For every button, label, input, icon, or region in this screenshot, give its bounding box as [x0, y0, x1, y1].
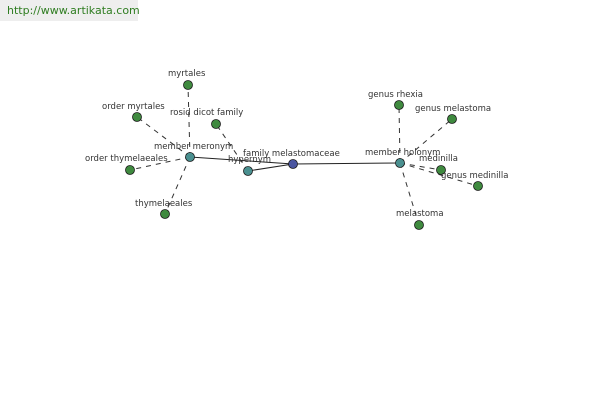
node-thymelaeales[interactable]: thymelaeales [135, 199, 193, 219]
source-banner: http://www.artikata.com [0, 0, 140, 21]
node-myrtales[interactable]: myrtales [168, 69, 206, 90]
node-dot-melastoma[interactable] [414, 220, 424, 230]
node-member-meronym[interactable]: member meronym [154, 142, 233, 162]
node-hypernym[interactable]: hypernym [228, 155, 271, 176]
node-genus-melastoma[interactable]: genus melastoma [415, 104, 491, 124]
node-dot-order-myrtales[interactable] [132, 112, 142, 122]
edge-member-holonym-to-genus-melastoma [399, 118, 453, 164]
node-rosid-dicot-family[interactable]: rosid dicot family [170, 108, 243, 129]
node-label-order-thymelaeales: order thymelaeales [85, 154, 168, 164]
node-member-holonym[interactable]: member holonym [365, 148, 440, 168]
node-label-thymelaeales: thymelaeales [135, 199, 193, 209]
edge-member-holonym-to-melastoma [399, 162, 420, 226]
node-label-member-meronym: member meronym [154, 142, 233, 152]
node-label-hypernym: hypernym [228, 155, 271, 165]
node-label-family-melastomaceae: family melastomaceae [243, 149, 340, 159]
node-label-order-myrtales: order myrtales [102, 102, 165, 112]
node-genus-rhexia[interactable]: genus rhexia [368, 90, 423, 110]
node-melastoma[interactable]: melastoma [396, 209, 444, 230]
node-dot-member-holonym[interactable] [395, 158, 405, 168]
node-dot-order-thymelaeales[interactable] [125, 165, 135, 175]
node-label-rosid-dicot-family: rosid dicot family [170, 108, 243, 118]
node-label-myrtales: myrtales [168, 69, 206, 79]
edge-member-holonym-to-genus-medinilla [399, 162, 479, 187]
node-label-genus-rhexia: genus rhexia [368, 90, 423, 100]
node-genus-medinilla[interactable]: genus medinilla [441, 171, 508, 191]
node-dot-family-melastomaceae[interactable] [288, 159, 298, 169]
node-dot-genus-medinilla[interactable] [473, 181, 483, 191]
node-dot-rosid-dicot-family[interactable] [211, 119, 221, 129]
edge-member-holonym-to-medinilla [399, 162, 442, 171]
node-dot-medinilla[interactable] [436, 165, 446, 175]
node-dot-genus-rhexia[interactable] [394, 100, 404, 110]
node-label-member-holonym: member holonym [365, 148, 440, 158]
node-label-melastoma: melastoma [396, 209, 444, 219]
node-dot-genus-melastoma[interactable] [447, 114, 457, 124]
edge-member-meronym-to-order-myrtales [136, 116, 191, 158]
edge-member-meronym-to-thymelaeales [164, 156, 191, 215]
node-dot-member-meronym[interactable] [185, 152, 195, 162]
node-dot-thymelaeales[interactable] [160, 209, 170, 219]
source-link[interactable]: http://www.artikata.com [7, 4, 140, 17]
node-medinilla[interactable]: medinilla [419, 154, 458, 175]
edge-member-meronym-to-myrtales [187, 84, 191, 158]
edge-family-melastomaceae-to-hypernym [247, 163, 294, 172]
node-label-genus-melastoma: genus melastoma [415, 104, 491, 114]
edge-family-melastomaceae-to-member-meronym [189, 156, 294, 165]
edge-member-meronym-to-order-thymelaeales [129, 156, 191, 171]
edge-family-melastomaceae-to-member-holonym [292, 162, 401, 165]
node-family-melastomaceae[interactable]: family melastomaceae [243, 149, 340, 169]
node-label-medinilla: medinilla [419, 154, 458, 164]
node-dot-myrtales[interactable] [183, 80, 193, 90]
edges-layer [129, 84, 479, 226]
node-order-myrtales[interactable]: order myrtales [102, 102, 165, 122]
node-dot-hypernym[interactable] [243, 166, 253, 176]
node-order-thymelaeales[interactable]: order thymelaeales [85, 154, 168, 175]
node-label-genus-medinilla: genus medinilla [441, 171, 508, 181]
